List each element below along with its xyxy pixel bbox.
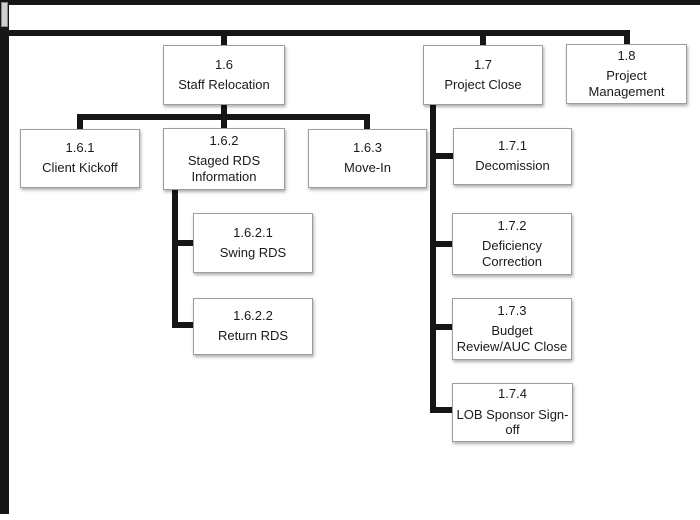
connector-drop-1-6-3 — [364, 120, 370, 130]
connector-stub-1-6-2-1 — [172, 240, 193, 246]
node-number: 1.7.2 — [497, 217, 527, 233]
connector-1-6-children-rail — [77, 114, 370, 120]
node-label: Move-In — [344, 160, 391, 176]
node-1-6-3: 1.6.3 Move-In — [308, 129, 427, 188]
node-number: 1.6.1 — [65, 140, 95, 156]
node-label: Return RDS — [217, 328, 289, 344]
node-number: 1.7.1 — [498, 138, 527, 154]
node-number: 1.7.3 — [497, 302, 527, 318]
node-label: LOB Sponsor Sign- off — [456, 406, 569, 438]
node-1-7: 1.7 Project Close — [423, 45, 543, 105]
connector-stub-1-7-4 — [430, 407, 452, 413]
node-label: Project Close — [444, 76, 522, 92]
node-label: Budget Review/AUC Close — [456, 323, 568, 354]
connector-drop-1-6 — [221, 36, 227, 46]
node-label: Deficiency Correction — [482, 238, 542, 269]
node-number: 1.6.3 — [353, 140, 382, 156]
node-1-7-3: 1.7.3 Budget Review/AUC Close — [452, 298, 572, 360]
node-1-6-1: 1.6.1 Client Kickoff — [20, 129, 140, 188]
node-1-7-1: 1.7.1 Decomission — [453, 128, 572, 185]
node-number: 1.8 — [617, 47, 636, 63]
node-number: 1.7.4 — [498, 386, 527, 402]
node-number: 1.6.2.1 — [233, 224, 273, 240]
top-black-bar — [0, 0, 700, 5]
node-1-7-2: 1.7.2 Deficiency Correction — [452, 213, 572, 275]
node-1-6-2-2: 1.6.2.2 Return RDS — [193, 298, 313, 355]
connector-drop-1-6-1 — [77, 120, 83, 130]
node-1-6-2-1: 1.6.2.1 Swing RDS — [193, 213, 313, 273]
connector-1-7-children-stem — [430, 104, 436, 413]
left-black-bar — [0, 0, 9, 514]
node-label: Decomission — [475, 158, 550, 174]
node-label: Client Kickoff — [42, 160, 118, 176]
node-label: Staff Relocation — [178, 76, 270, 92]
node-number: 1.6.2 — [209, 132, 239, 148]
connector-stub-1-7-1 — [430, 153, 453, 159]
connector-1-6-children-stem — [221, 103, 227, 120]
scrollbar-thumb[interactable] — [1, 2, 8, 27]
connector-stub-1-7-2 — [430, 241, 452, 247]
connector-stub-1-6-2-2 — [172, 322, 193, 328]
node-1-6: 1.6 Staff Relocation — [163, 45, 285, 105]
node-1-6-2: 1.6.2 Staged RDS Information — [163, 128, 285, 190]
connector-trunk — [9, 30, 630, 36]
node-number: 1.7 — [473, 56, 493, 72]
node-label: Project Management — [588, 68, 665, 99]
node-1-8: 1.8 Project Management — [566, 44, 687, 104]
connector-drop-1-6-2 — [221, 120, 227, 128]
node-1-7-4: 1.7.4 LOB Sponsor Sign- off — [452, 383, 573, 442]
node-label: Staged RDS Information — [187, 153, 261, 184]
node-number: 1.6 — [214, 56, 234, 72]
node-label: Swing RDS — [219, 244, 287, 260]
node-number: 1.6.2.2 — [233, 308, 273, 324]
connector-drop-1-7 — [480, 36, 486, 46]
connector-drop-1-8 — [624, 36, 630, 45]
connector-stub-1-7-3 — [430, 324, 452, 330]
connector-1-6-2-children-stem — [172, 189, 178, 328]
